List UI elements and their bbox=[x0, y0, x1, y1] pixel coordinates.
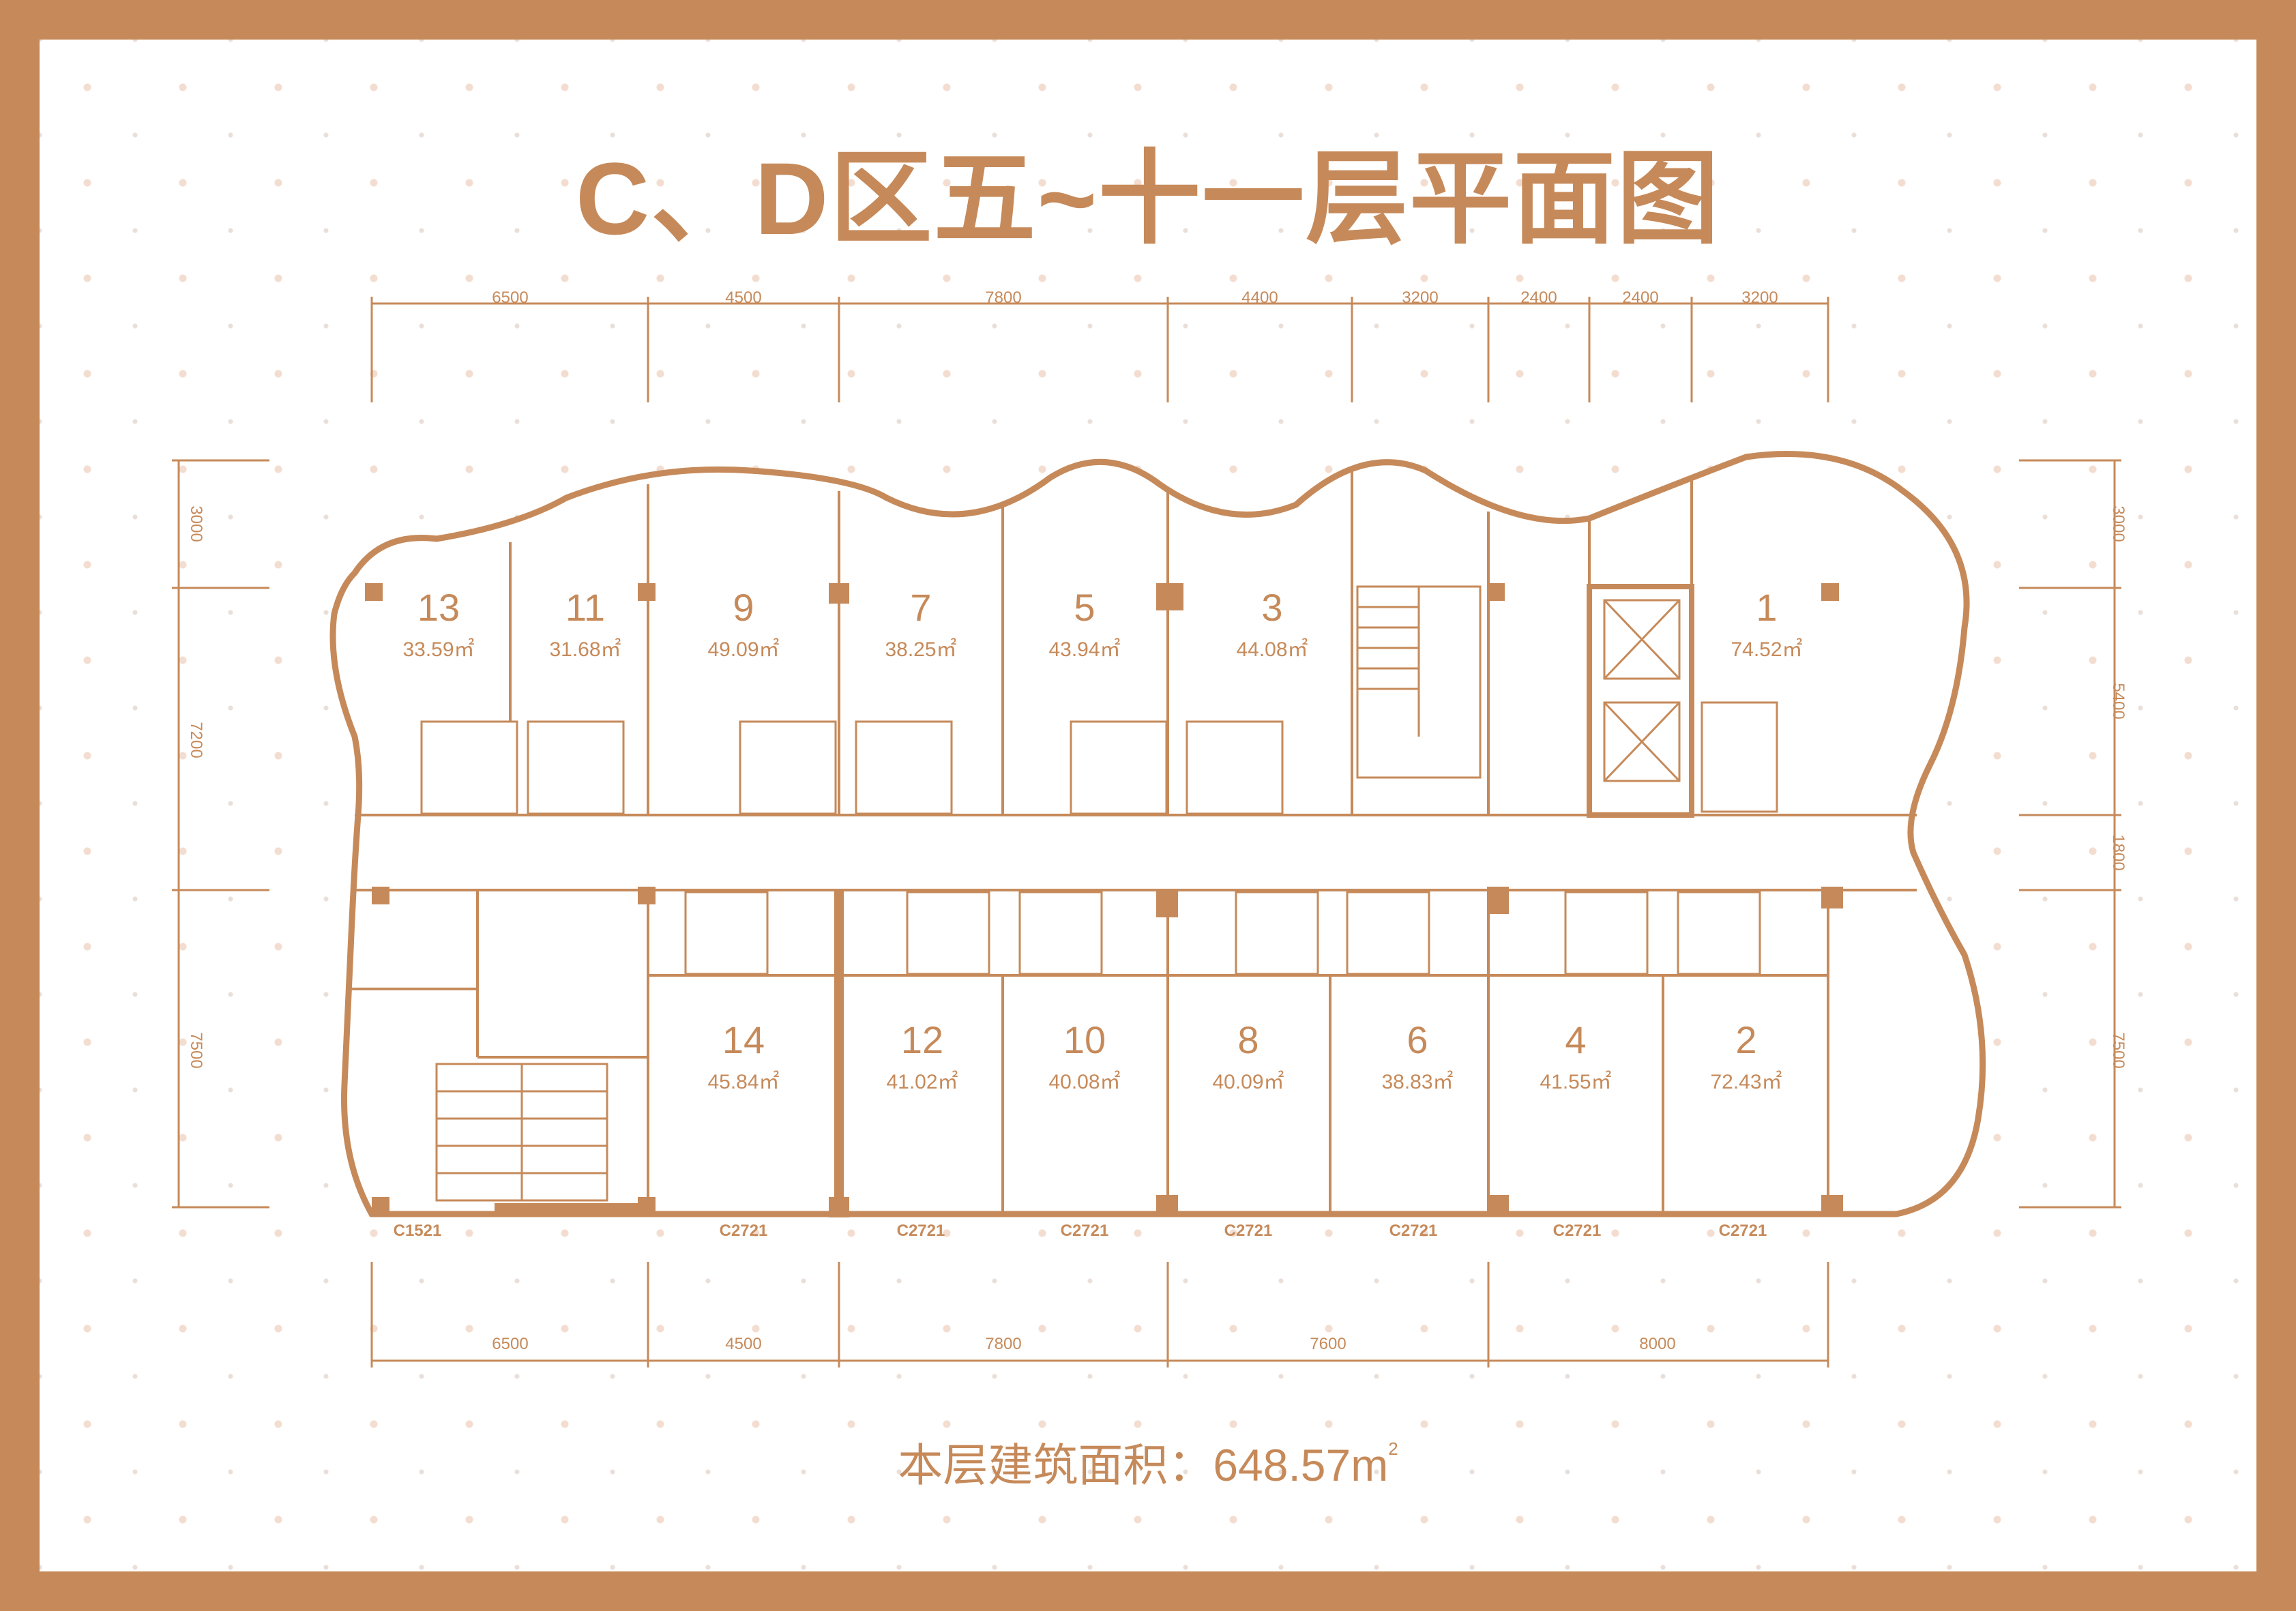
window-label: C2721 bbox=[1061, 1222, 1109, 1240]
column bbox=[1487, 583, 1505, 601]
bathroom-pod bbox=[1564, 891, 1649, 975]
dim-bottom-1: 6500 bbox=[492, 1335, 528, 1353]
window-label: C2721 bbox=[720, 1222, 768, 1240]
unit-6-number: 6 bbox=[1407, 1018, 1428, 1061]
unit-12-number: 12 bbox=[901, 1018, 943, 1061]
column bbox=[1821, 887, 1843, 908]
dim-right-4: 7500 bbox=[2109, 1032, 2128, 1068]
bathroom-pod bbox=[1701, 701, 1778, 813]
bathroom-pod bbox=[684, 891, 769, 975]
building-outline bbox=[329, 451, 1986, 1217]
unit-1-area: 74.52㎡ bbox=[1731, 638, 1802, 661]
dim-top-1: 6500 bbox=[492, 289, 528, 307]
bathroom-pod bbox=[1070, 720, 1168, 815]
bathroom-pod bbox=[906, 891, 990, 975]
column bbox=[638, 1197, 656, 1215]
dim-left-3: 7500 bbox=[187, 1032, 205, 1068]
dim-top-8: 3200 bbox=[1741, 289, 1778, 307]
bathroom-pod bbox=[1677, 891, 1761, 975]
elevator-car-1 bbox=[1603, 599, 1681, 680]
column bbox=[1821, 1195, 1843, 1217]
window-label: C1521 bbox=[394, 1222, 442, 1240]
column bbox=[372, 887, 389, 904]
unit-9-area: 49.09㎡ bbox=[707, 638, 779, 661]
dim-bottom-2: 4500 bbox=[725, 1335, 761, 1353]
unit-10-number: 10 bbox=[1063, 1018, 1106, 1061]
unit-7-number: 7 bbox=[910, 586, 931, 629]
column bbox=[1487, 887, 1509, 914]
dim-top-3: 7800 bbox=[985, 289, 1021, 307]
unit-4-number: 4 bbox=[1565, 1018, 1586, 1061]
bathroom-pod bbox=[420, 720, 518, 815]
unit-6-area: 38.83㎡ bbox=[1381, 1071, 1453, 1093]
dim-bottom-3: 7800 bbox=[985, 1335, 1021, 1353]
floor-area-label: 本层建筑面积： bbox=[898, 1440, 1213, 1490]
dim-right-2: 5400 bbox=[2109, 683, 2128, 719]
bathroom-pod bbox=[739, 720, 837, 815]
dim-top-6: 2400 bbox=[1520, 289, 1557, 307]
dim-top-2: 4500 bbox=[725, 289, 761, 307]
unit-12-area: 41.02㎡ bbox=[886, 1071, 958, 1093]
column bbox=[365, 583, 383, 601]
unit-5-area: 43.94㎡ bbox=[1048, 638, 1120, 661]
column bbox=[1487, 1195, 1509, 1217]
window-label: C2721 bbox=[897, 1222, 945, 1240]
dim-bottom-5: 8000 bbox=[1639, 1335, 1675, 1353]
unit-11-area: 31.68㎡ bbox=[549, 638, 621, 661]
unit-10-area: 40.08㎡ bbox=[1048, 1071, 1120, 1093]
unit-9-number: 9 bbox=[733, 586, 754, 629]
unit-5-number: 5 bbox=[1074, 586, 1095, 629]
dim-bottom-4: 7600 bbox=[1310, 1335, 1346, 1353]
column bbox=[1821, 583, 1839, 601]
floor-area-value: 648.57m bbox=[1213, 1440, 1389, 1490]
window-label: C2721 bbox=[1389, 1222, 1438, 1240]
unit-8-area: 40.09㎡ bbox=[1212, 1071, 1284, 1093]
stair-core-top bbox=[1356, 585, 1482, 779]
bathroom-pod bbox=[1018, 891, 1103, 975]
unit-13-number: 13 bbox=[417, 586, 460, 629]
unit-11-number: 11 bbox=[565, 586, 605, 629]
bathroom-pod bbox=[527, 720, 625, 815]
dim-top-7: 2400 bbox=[1622, 289, 1658, 307]
elevator-core bbox=[1587, 584, 1694, 818]
stair-core-bottom bbox=[435, 1063, 608, 1202]
unit-14-number: 14 bbox=[722, 1018, 765, 1061]
column bbox=[1156, 583, 1183, 610]
column bbox=[1156, 1195, 1178, 1217]
unit-2-area: 72.43㎡ bbox=[1710, 1071, 1782, 1093]
unit-3-area: 44.08㎡ bbox=[1236, 638, 1308, 661]
column bbox=[638, 887, 656, 904]
window-label: C2721 bbox=[1719, 1222, 1767, 1240]
elevator-car-2 bbox=[1603, 701, 1681, 782]
unit-1-number: 1 bbox=[1756, 586, 1777, 629]
column bbox=[829, 1197, 849, 1217]
bathroom-pod bbox=[1186, 720, 1284, 815]
window-label: C2721 bbox=[1553, 1222, 1602, 1240]
unit-8-number: 8 bbox=[1237, 1018, 1259, 1061]
window-label: C2721 bbox=[1224, 1222, 1273, 1240]
dim-top-4: 4400 bbox=[1241, 289, 1278, 307]
unit-13-area: 33.59㎡ bbox=[402, 638, 474, 661]
column bbox=[1156, 890, 1178, 917]
unit-7-area: 38.25㎡ bbox=[885, 638, 956, 661]
unit-14-area: 45.84㎡ bbox=[707, 1071, 779, 1093]
unit-2-number: 2 bbox=[1735, 1018, 1756, 1061]
column bbox=[372, 1197, 389, 1215]
unit-4-area: 41.55㎡ bbox=[1540, 1071, 1611, 1093]
dim-right-3: 1800 bbox=[2109, 834, 2128, 870]
column bbox=[829, 583, 849, 604]
bathroom-pod bbox=[855, 720, 953, 815]
floor-area-summary: 本层建筑面积：648.57m2 bbox=[0, 1429, 2296, 1494]
bathroom-pod bbox=[1235, 891, 1319, 975]
page-title: C、D区五~十一层平面图 bbox=[575, 141, 1721, 256]
bathroom-pod bbox=[1346, 891, 1430, 975]
dim-right-1: 3000 bbox=[2109, 505, 2128, 542]
dim-left-2: 7200 bbox=[187, 722, 205, 758]
column bbox=[638, 583, 656, 601]
floor-area-unit-sup: 2 bbox=[1388, 1438, 1398, 1459]
dim-left-1: 3000 bbox=[187, 505, 205, 542]
dim-top-5: 3200 bbox=[1402, 289, 1438, 307]
unit-3-number: 3 bbox=[1261, 586, 1282, 629]
